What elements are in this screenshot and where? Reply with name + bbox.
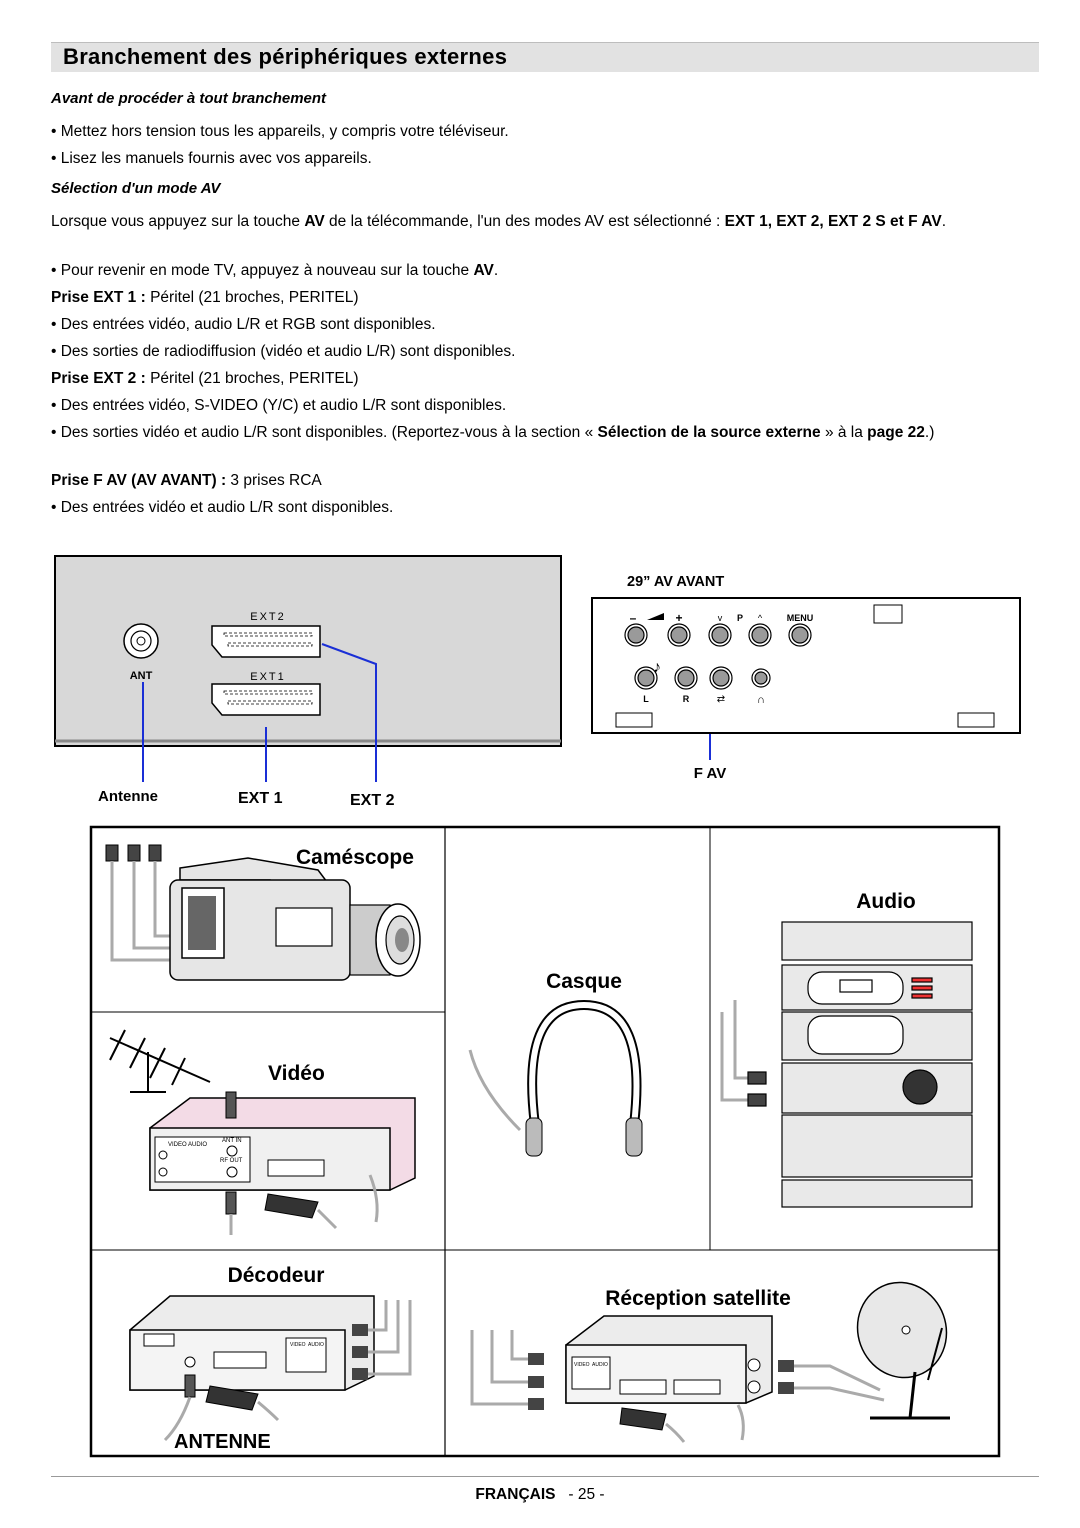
footer-language: FRANÇAIS: [475, 1486, 556, 1503]
svg-text:VIDEO: VIDEO: [574, 1362, 590, 1368]
bullet-read-manuals: • Lisez les manuels fournis avec vos app…: [51, 150, 372, 167]
cell-label-antenne: ANTENNE: [174, 1431, 271, 1453]
label-antenne: Antenne: [98, 788, 158, 805]
cell-title-decodeur: Décodeur: [228, 1264, 325, 1287]
fav-bullet-1: • Des entrées vidéo et audio L/R sont di…: [51, 499, 394, 516]
hifi-system-icon: [720, 921, 973, 1208]
cell-title-casque: Casque: [546, 970, 622, 993]
volume-icon: [647, 613, 664, 620]
svg-text:ANT IN: ANT IN: [222, 1138, 242, 1144]
bullet-return-tv: • Pour revenir en mode TV, appuyez à nou…: [51, 262, 499, 279]
ext2-panel-label: EXT2: [250, 611, 286, 623]
paragraph-av-mode-intro: Lorsque vous appuyez sur la touche AV de…: [51, 213, 946, 230]
music-note-icon: ♪: [653, 659, 661, 676]
label-ext1: EXT 1: [238, 790, 283, 807]
svg-text:MENU: MENU: [787, 613, 814, 623]
svg-text:^: ^: [758, 613, 763, 623]
headphone-icon: ∩: [757, 694, 765, 706]
svg-text:VIDEO: VIDEO: [168, 1142, 187, 1148]
section-heading-before-connecting: Avant de procéder à tout branchement: [51, 90, 327, 107]
connection-diagram: ANT EXT2 EXT1 29” AV AVANT – + v P ^ MEN…: [54, 555, 1021, 1458]
title-bar: Branchement des périphériques externes: [51, 42, 1039, 72]
ext1-scart-icon: [211, 683, 321, 716]
svg-text:–: –: [630, 611, 637, 625]
label-ext2: EXT 2: [350, 792, 395, 809]
svg-text:AUDIO: AUDIO: [308, 1342, 324, 1348]
front-panel-title: 29” AV AVANT: [627, 574, 724, 590]
page-number: - 25 -: [568, 1486, 605, 1503]
cell-title-audio: Audio: [856, 890, 915, 913]
vcr-icon: VIDEO AUDIO ANT IN RF OUT: [149, 1091, 416, 1235]
section-heading-av-mode: Sélection d'un mode AV: [51, 180, 221, 197]
cell-title-video: Vidéo: [268, 1062, 325, 1085]
footer: FRANÇAIS - 25 -: [0, 1486, 1080, 1504]
footer-divider: [51, 1476, 1039, 1477]
camcorder-icon: [105, 844, 421, 981]
cell-title-camescope: Caméscope: [296, 846, 414, 869]
antenna-socket-icon: [123, 623, 159, 659]
ext2-scart-icon: [211, 625, 321, 658]
ext1-bullet-2: • Des sorties de radiodiffusion (vidéo e…: [51, 343, 516, 360]
ext1-line: Prise EXT 1 : Péritel (21 broches, PERIT…: [51, 289, 359, 306]
svg-text:P: P: [737, 613, 743, 623]
decoder-icon: VIDEO AUDIO: [129, 1295, 412, 1442]
tv-front-panel: 29” AV AVANT – + v P ^ MENU ♪ L R ⇄ ∩: [591, 574, 1021, 734]
svg-text:AUDIO: AUDIO: [188, 1142, 207, 1148]
label-fav: F AV: [694, 765, 727, 782]
page-title: Branchement des périphériques externes: [63, 44, 508, 69]
tv-back-panel: ANT EXT2 EXT1: [54, 555, 562, 747]
ext1-bullet-1: • Des entrées vidéo, audio L/R et RGB so…: [51, 316, 436, 333]
svg-text:VIDEO: VIDEO: [290, 1342, 306, 1348]
svg-text:AUDIO: AUDIO: [592, 1362, 608, 1368]
satellite-receiver-icon: VIDEO AUDIO: [470, 1315, 885, 1443]
svg-text:+: +: [675, 611, 682, 625]
svg-text:RF OUT: RF OUT: [220, 1158, 243, 1164]
ext2-line: Prise EXT 2 : Péritel (21 broches, PERIT…: [51, 370, 359, 387]
antenna-icon: [109, 1029, 211, 1093]
cell-title-satellite: Réception satellite: [605, 1287, 791, 1310]
satellite-dish-icon: [856, 1281, 950, 1420]
ext2-bullet-2: • Des sorties vidéo et audio L/R sont di…: [51, 424, 935, 441]
headphones-icon: [468, 999, 643, 1157]
svg-text:R: R: [683, 694, 690, 704]
ext1-panel-label: EXT1: [250, 671, 286, 683]
svg-text:v: v: [718, 613, 723, 623]
svg-text:L: L: [643, 694, 649, 704]
bullet-power-off: • Mettez hors tension tous les appareils…: [51, 123, 509, 140]
fav-line: Prise F AV (AV AVANT) : 3 prises RCA: [51, 472, 322, 489]
video-input-icon: ⇄: [717, 694, 725, 705]
ext2-bullet-1: • Des entrées vidéo, S-VIDEO (Y/C) et au…: [51, 397, 507, 414]
ant-label: ANT: [130, 670, 153, 682]
